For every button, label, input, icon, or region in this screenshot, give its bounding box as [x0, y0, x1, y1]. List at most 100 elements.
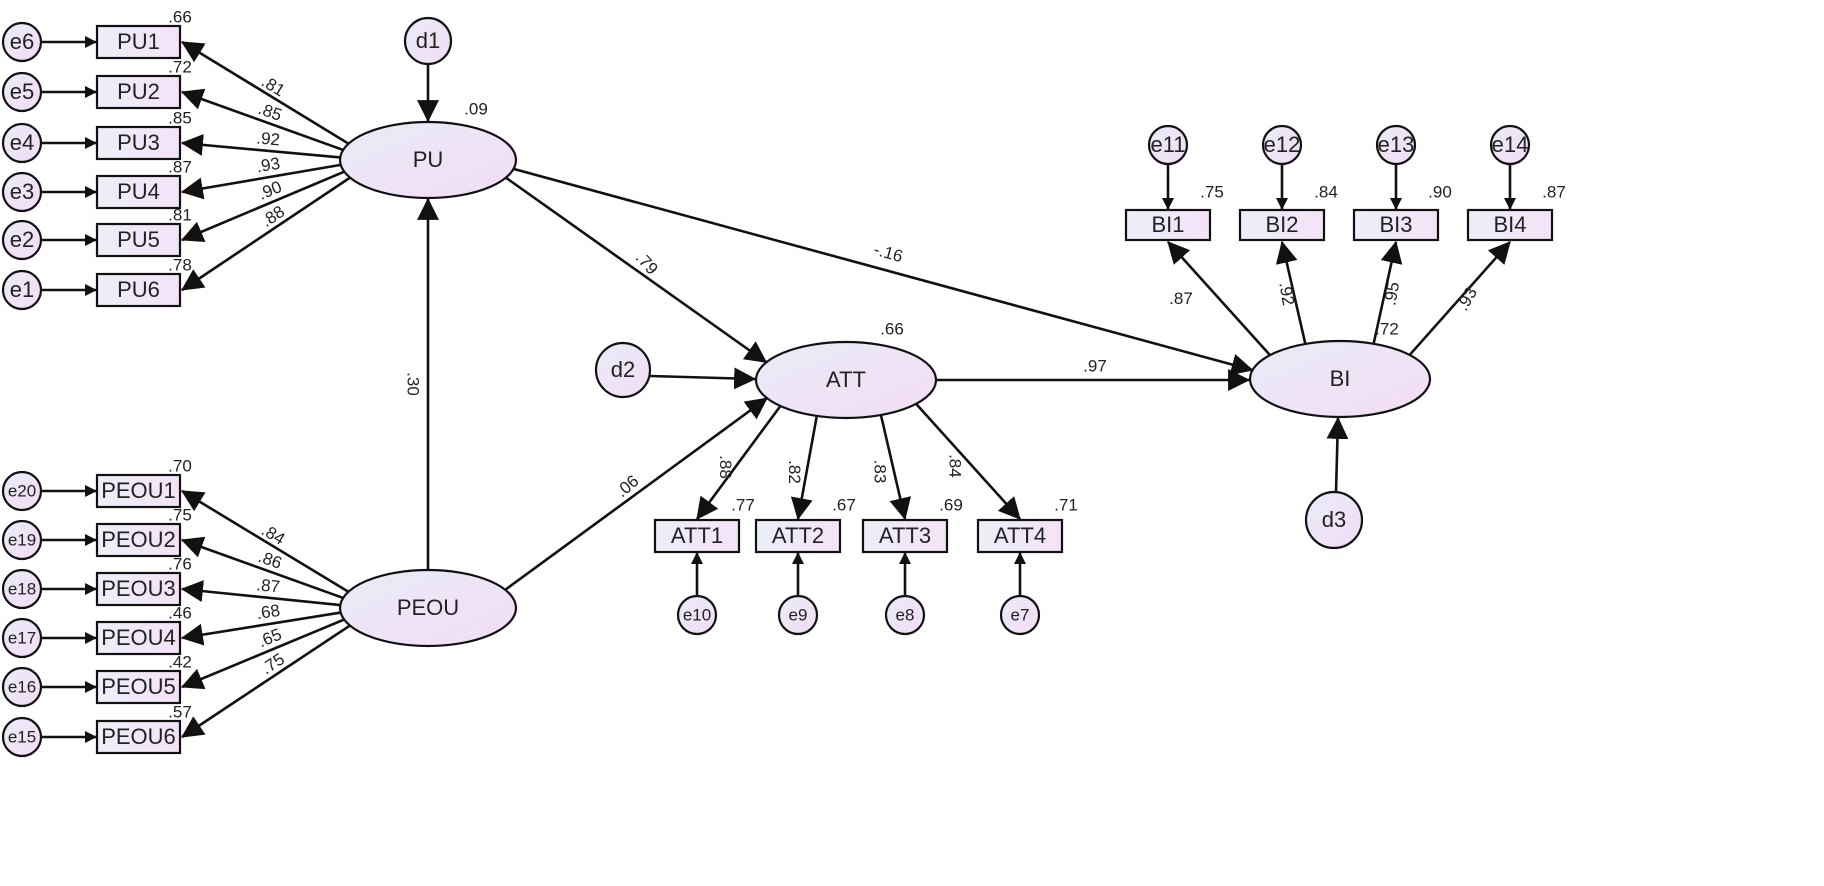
pu2-error-label: e5	[10, 79, 34, 104]
att3-indicator-box	[861, 518, 949, 554]
pu-r2: .09	[464, 99, 488, 118]
d1-disturbance-label: d1	[416, 28, 440, 53]
pu-latent-label: PU	[413, 147, 444, 172]
att4-indicator-box	[976, 518, 1064, 554]
pu5-r2: .81	[168, 205, 192, 224]
pu3-r2: .85	[168, 108, 192, 127]
d2-disturbance-circle	[594, 341, 652, 399]
pu3-error-circle	[1, 122, 43, 164]
bi4-error-label: e14	[1492, 132, 1529, 157]
att2-indicator-label: ATT2	[772, 523, 824, 548]
bi3-r2: .90	[1428, 182, 1452, 201]
bi4-loading-arrow	[1408, 241, 1511, 356]
pu4-indicator-label: PU4	[117, 179, 160, 204]
pu2-loading-arrow	[180, 88, 344, 152]
pu4-loading-arrow	[180, 163, 341, 200]
bi2-error-label: e12	[1264, 132, 1301, 157]
peou3-r2: .76	[168, 554, 192, 573]
peou1-indicator-box	[95, 473, 182, 509]
peou2-indicator-box	[95, 522, 182, 558]
path-peou-att-label: .06	[612, 471, 642, 501]
bi2-r2: .84	[1314, 182, 1338, 201]
pu6-indicator-label: PU6	[117, 277, 160, 302]
peou4-indicator-box	[95, 620, 182, 656]
att1-error-label: e10	[683, 605, 711, 624]
pu5-loading-arrow	[180, 170, 345, 243]
peou4-loading-arrow	[180, 611, 341, 646]
att-r2: .66	[880, 319, 904, 338]
pu6-error-label: e1	[10, 277, 34, 302]
bi2-loading-arrow	[1275, 240, 1307, 345]
att3-loading: .83	[870, 460, 889, 484]
att4-loading-arrow	[915, 402, 1021, 520]
peou3-indicator-box	[95, 571, 182, 607]
peou4-loading: .68	[255, 601, 281, 623]
pu6-error-circle	[1, 269, 43, 311]
pu2-indicator-label: PU2	[117, 79, 160, 104]
path-peou-att	[504, 397, 768, 591]
att1-loading-arrow	[695, 405, 782, 520]
peou3-error-label: e18	[8, 579, 36, 598]
att4-error-circle	[999, 594, 1041, 636]
peou5-r2: .42	[168, 652, 192, 671]
bi4-indicator-box	[1466, 208, 1554, 242]
peou3-indicator-label: PEOU3	[101, 576, 176, 601]
pu6-r2: .78	[168, 255, 192, 274]
pu6-indicator-box	[95, 272, 182, 308]
bi2-indicator-label: BI2	[1265, 212, 1298, 237]
pu1-indicator-label: PU1	[117, 29, 160, 54]
peou6-r2: .57	[168, 702, 192, 721]
peou1-loading: .84	[258, 520, 288, 548]
pu3-error-label: e4	[10, 130, 34, 155]
peou1-error-circle	[1, 470, 43, 512]
peou3-error-circle	[1, 568, 43, 610]
d3-disturbance-circle	[1304, 490, 1364, 550]
bi3-loading: .95	[1380, 280, 1403, 307]
peou1-error-label: e20	[8, 481, 36, 500]
bi4-loading: .93	[1453, 284, 1481, 314]
peou-latent-ellipse	[338, 568, 518, 648]
att3-indicator-label: ATT3	[879, 523, 931, 548]
bi3-indicator-label: BI3	[1379, 212, 1412, 237]
peou2-loading-arrow	[180, 536, 344, 600]
att-latent-label: ATT	[826, 367, 866, 392]
d3-arrow	[1326, 416, 1349, 493]
peou6-error-label: e15	[8, 727, 36, 746]
att2-error-label: e9	[789, 605, 808, 624]
d2-disturbance-label: d2	[611, 357, 635, 382]
bi-latent-label: BI	[1330, 366, 1351, 391]
d1-disturbance-circle	[403, 16, 453, 66]
pu4-r2: .87	[168, 157, 192, 176]
pu1-indicator-box	[95, 24, 182, 60]
bi3-loading-arrow	[1372, 240, 1403, 345]
bi2-indicator-box	[1238, 208, 1326, 242]
bi1-loading-arrow	[1167, 241, 1271, 356]
peou1-loading-arrow	[181, 489, 350, 593]
att3-error-label: e8	[896, 605, 915, 624]
peou1-indicator-label: PEOU1	[101, 478, 176, 503]
pu3-loading-arrow	[180, 133, 341, 159]
att1-r2: .77	[731, 495, 755, 514]
peou-latent-label: PEOU	[397, 595, 459, 620]
peou6-loading-arrow	[181, 624, 351, 739]
peou2-error-circle	[1, 519, 43, 561]
att2-error-circle	[777, 594, 819, 636]
att2-loading-arrow	[790, 415, 819, 521]
pu5-error-label: e2	[10, 227, 34, 252]
peou5-loading-arrow	[180, 618, 345, 690]
bi3-indicator-box	[1352, 208, 1440, 242]
d2-arrow	[649, 367, 757, 390]
pu1-r2: .66	[168, 7, 192, 26]
bi3-error-circle	[1375, 124, 1417, 166]
peou3-loading: .87	[256, 575, 281, 596]
pu2-indicator-box	[95, 74, 182, 110]
pu6-loading-arrow	[181, 176, 351, 292]
bi1-error-circle	[1147, 124, 1189, 166]
bi1-indicator-box	[1124, 208, 1212, 242]
pu1-error-label: e6	[10, 29, 34, 54]
pu1-loading: .81	[258, 72, 288, 100]
pu5-indicator-box	[95, 222, 182, 258]
bi4-error-circle	[1489, 124, 1531, 166]
att4-r2: .71	[1054, 495, 1078, 514]
